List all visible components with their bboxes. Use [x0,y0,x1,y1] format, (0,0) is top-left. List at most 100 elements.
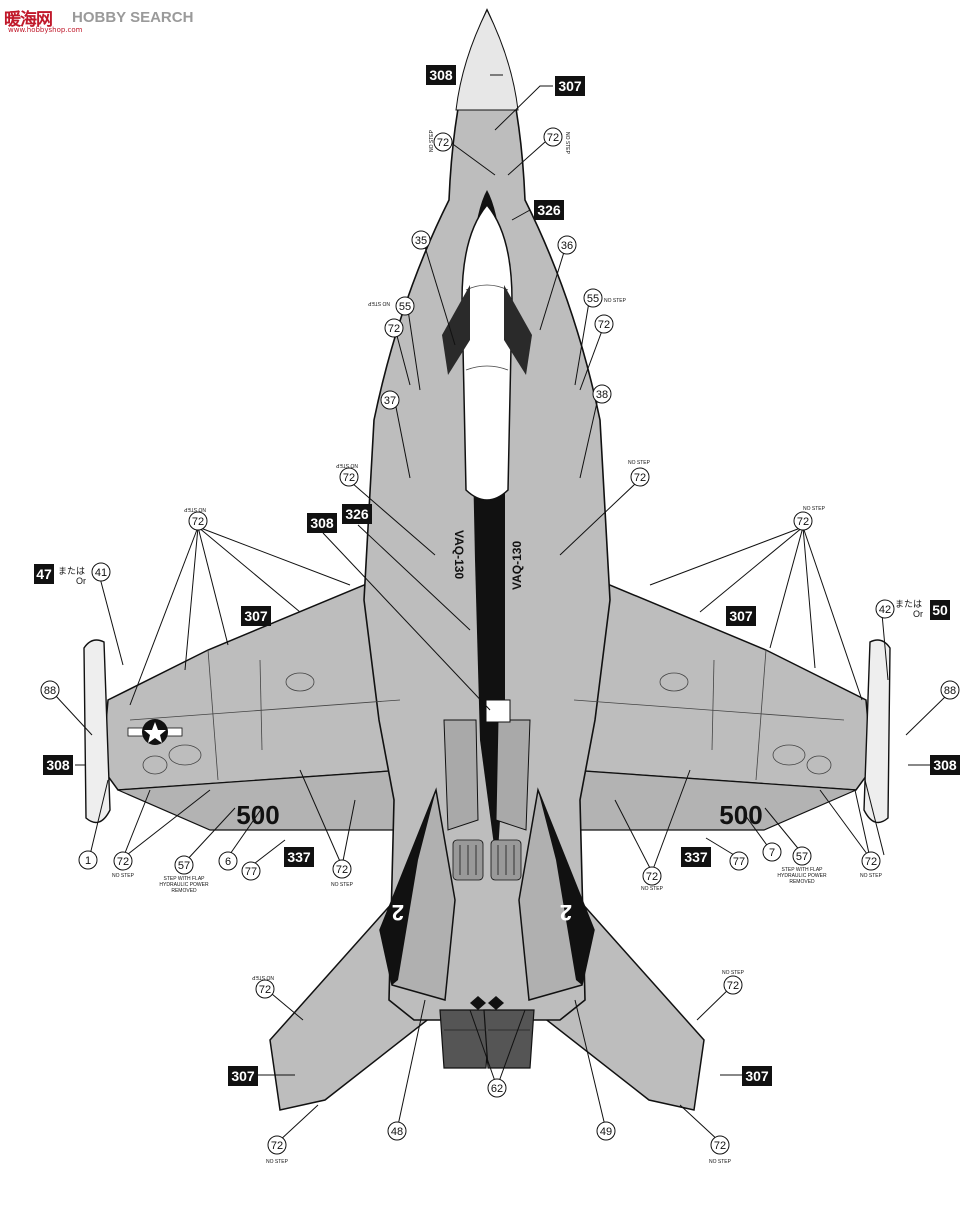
callout-55: 55 [587,293,599,305]
callout-7: 7 [769,847,775,859]
svg-text:REMOVED: REMOVED [789,879,815,885]
callout-72: 72 [547,132,559,144]
svg-text:NO STEP: NO STEP [331,882,354,888]
svg-text:NO STEP: NO STEP [722,970,745,976]
callout-47: 47 [36,566,52,582]
watermark-logo-text: 暖海网 [4,9,53,30]
svg-text:STEP WITH FLAP: STEP WITH FLAP [781,867,823,873]
callout-49: 49 [600,1126,612,1138]
callout-308: 308 [933,757,957,773]
left-exhaust [439,1009,491,1069]
canopy [461,203,513,501]
callout-55: 55 [399,301,411,313]
watermark-logo: 暖海网 www.hobbyshop.com [4,4,83,35]
svg-text:NO STEP: NO STEP [860,873,883,879]
callout-72: 72 [117,856,129,868]
svg-text:NO STEP: NO STEP [628,460,651,466]
left-wingtip-rail [83,639,111,824]
callout-57: 57 [796,851,808,863]
callout-72: 72 [797,516,809,528]
spine-white-panel [485,699,511,723]
callout-337: 337 [684,849,708,865]
callout-307: 307 [231,1068,255,1084]
callout-1: 1 [85,855,91,867]
svg-text:NO STEP: NO STEP [604,298,627,304]
svg-text:HYDRAULIC POWER: HYDRAULIC POWER [777,873,827,879]
watermark-text: HOBBY SEARCH [72,8,194,26]
svg-text:NO STEP: NO STEP [183,506,206,512]
callout-36: 36 [561,240,573,252]
callout-72: 72 [388,323,400,335]
callout-326: 326 [537,202,561,218]
callout-38: 38 [596,389,608,401]
callout-48: 48 [391,1126,403,1138]
callout-62: 62 [491,1083,503,1095]
callout-308: 308 [310,515,334,531]
left-squadron-text: VAQ-130 [452,530,466,579]
svg-text:NO STEP: NO STEP [112,873,135,879]
callout-307: 307 [745,1068,769,1084]
svg-text:NO STEP: NO STEP [251,974,274,980]
right-exhaust [483,1009,535,1069]
or-note-jp: または [58,566,85,576]
callout-42: 42 [879,604,891,616]
svg-text:NO STEP: NO STEP [803,506,826,512]
callout-88: 88 [44,685,56,697]
callout-72: 72 [343,472,355,484]
callout-307: 307 [558,78,582,94]
right-modex: 500 [719,800,762,830]
callout-337: 337 [287,849,311,865]
circled-callout-labels: 72 72 35 36 55 55 72 72 37 38 72 72 72 7… [44,132,956,1152]
radome [455,8,519,111]
callout-88: 88 [944,685,956,697]
left-modex: 500 [236,800,279,830]
callout-72: 72 [437,137,449,149]
svg-text:NO STEP: NO STEP [709,1159,732,1165]
callout-50: 50 [932,602,948,618]
callout-326: 326 [345,506,369,522]
no-step-notes: NO STEP NO STEP NO STEP NO STEP NO STEP … [112,129,883,1165]
callout-72: 72 [259,984,271,996]
aircraft-planform: 500 500 VAQ-130 VAQ-130 2 2 [83,8,891,1111]
callout-72: 72 [714,1140,726,1152]
right-tail-number: 2 [560,900,572,925]
right-squadron-text: VAQ-130 [510,541,524,590]
callout-77: 77 [245,866,257,878]
callout-72: 72 [336,864,348,876]
callout-72: 72 [271,1140,283,1152]
svg-text:NO STEP: NO STEP [367,300,390,306]
callout-307: 307 [729,608,753,624]
svg-text:NO STEP: NO STEP [564,132,570,155]
svg-text:STEP WITH FLAP: STEP WITH FLAP [163,876,205,882]
circled-callouts [40,127,960,1155]
or-note-en: Or [913,609,923,619]
callout-72: 72 [634,472,646,484]
svg-text:NO STEP: NO STEP [641,886,664,892]
svg-text:NO STEP: NO STEP [266,1159,289,1165]
svg-text:NO STEP: NO STEP [429,129,435,152]
callout-41: 41 [95,567,107,579]
or-note-jp: または [895,599,922,609]
callout-72: 72 [727,980,739,992]
svg-text:REMOVED: REMOVED [171,888,197,894]
callout-57: 57 [178,860,190,872]
callout-72: 72 [598,319,610,331]
watermark-logo-sub: www.hobbyshop.com [8,26,83,34]
watermark: 暖海网 www.hobbyshop.com HOBBY SEARCH [4,4,194,35]
callout-35: 35 [415,235,427,247]
boxed-callouts: 308 307 326 308 326 307 307 47 50 308 30… [34,65,960,1086]
svg-text:HYDRAULIC POWER: HYDRAULIC POWER [159,882,209,888]
right-wingtip-rail [863,639,891,824]
callout-307: 307 [244,608,268,624]
left-tail-number: 2 [392,900,404,925]
callout-77: 77 [733,856,745,868]
callout-308: 308 [429,67,453,83]
callout-72: 72 [192,516,204,528]
or-note-en: Or [76,576,86,586]
callout-72: 72 [865,856,877,868]
callout-37: 37 [384,395,396,407]
svg-text:NO STEP: NO STEP [335,462,358,468]
callout-308: 308 [46,757,70,773]
leader-lines [54,74,948,1143]
